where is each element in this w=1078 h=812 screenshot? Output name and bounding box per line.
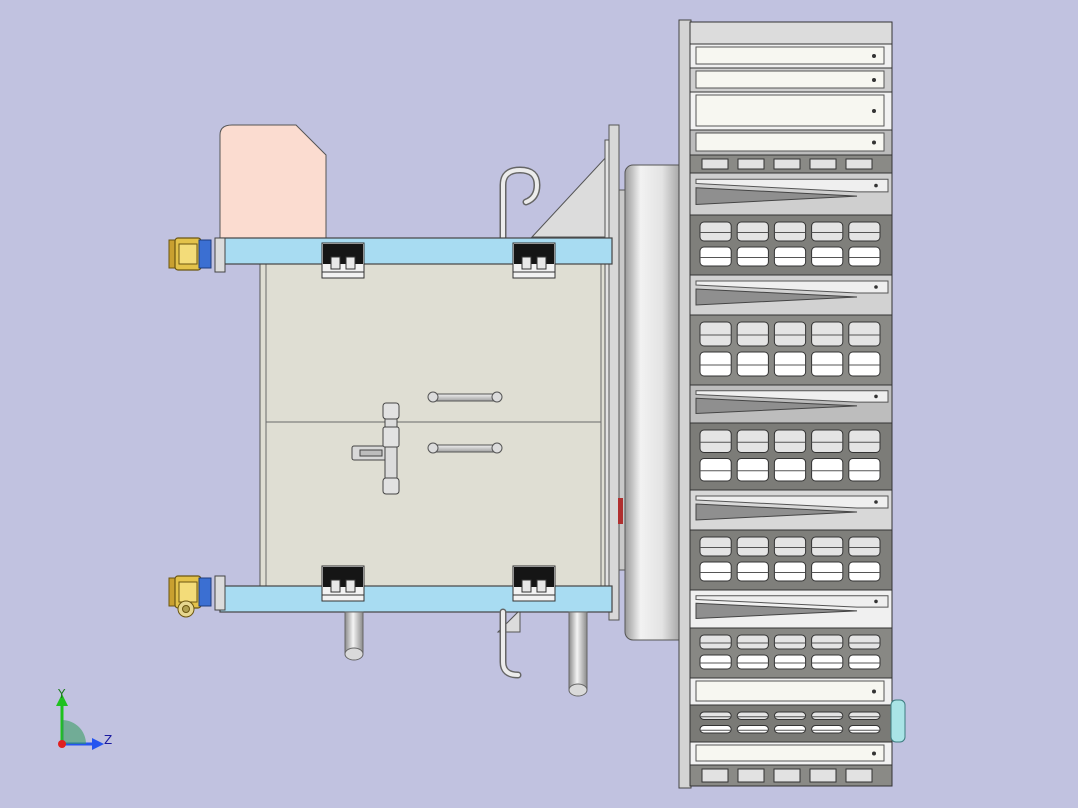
impeller-blade-band xyxy=(689,214,893,276)
impeller-blade-band xyxy=(689,741,893,766)
impeller-blade-band xyxy=(689,274,893,316)
triad-z-label: Z xyxy=(104,733,112,747)
impeller-blade-band xyxy=(689,589,893,629)
rail-latch[interactable] xyxy=(512,565,556,602)
impeller-blade-band xyxy=(689,627,893,679)
impeller-blade-band xyxy=(689,489,893,531)
rail-latches xyxy=(321,242,556,602)
impeller-blade-band xyxy=(689,43,893,69)
impeller-blade-band xyxy=(689,677,893,706)
impeller-blade-band xyxy=(689,91,893,131)
flange-marker xyxy=(618,498,623,524)
impeller-blade-band xyxy=(689,172,893,216)
lower-connector[interactable] xyxy=(168,575,212,618)
lower-hook-pipe xyxy=(501,610,520,677)
lower-drain-pipe-left xyxy=(344,611,364,661)
rail-latch[interactable] xyxy=(321,565,365,602)
top-block xyxy=(219,124,327,241)
mounting-flange-plate xyxy=(608,124,620,621)
triad-y-label: Y xyxy=(57,687,66,701)
impeller-backplate xyxy=(678,19,692,789)
impeller-blade-band xyxy=(689,129,893,156)
coordinate-triad-icon: Y Z xyxy=(56,687,112,750)
impeller-blade-band xyxy=(689,314,893,386)
impeller-blade-band xyxy=(689,384,893,424)
impeller-blade-band xyxy=(689,422,893,491)
rail-latch[interactable] xyxy=(512,242,556,279)
upper-rail-endcap xyxy=(214,237,226,273)
lower-rail-endcap xyxy=(214,575,226,611)
upper-hook-pipe xyxy=(501,167,540,239)
impeller-blade-stack xyxy=(689,21,893,787)
hub-drum xyxy=(624,164,688,641)
housing-panel xyxy=(259,261,606,587)
rail-latch[interactable] xyxy=(321,242,365,279)
impeller-blade-band xyxy=(689,704,893,743)
upper-connector[interactable] xyxy=(168,237,212,271)
impeller-blade-band xyxy=(689,21,893,45)
lower-door-handle[interactable] xyxy=(427,442,503,454)
impeller-blade-band xyxy=(689,764,893,787)
door-bolt-lock[interactable] xyxy=(351,402,400,495)
impeller-blade-band xyxy=(689,154,893,174)
upper-door-handle[interactable] xyxy=(427,391,503,403)
lower-drain-pipe-right xyxy=(568,611,588,697)
side-nozzle xyxy=(890,699,906,743)
impeller-blade-band xyxy=(689,67,893,93)
impeller-blade-band xyxy=(689,529,893,591)
